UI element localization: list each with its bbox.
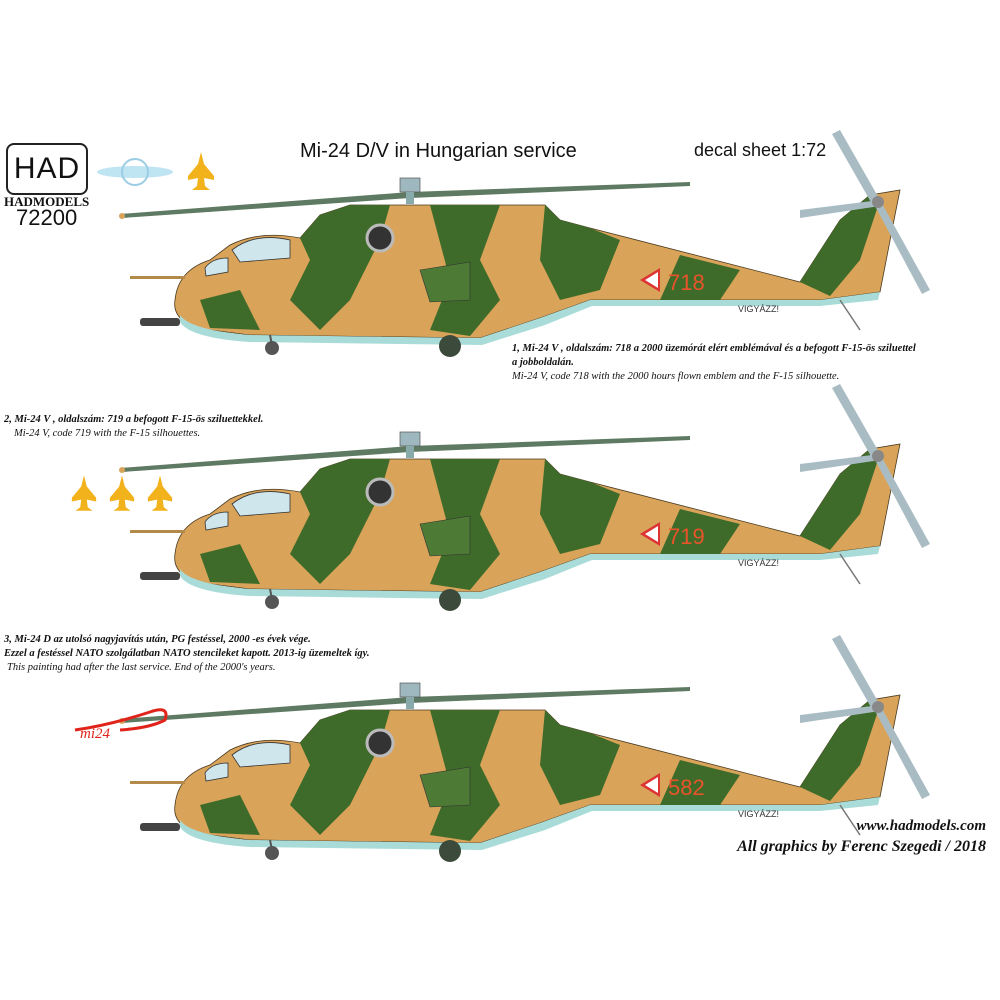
stencil-text: VIGYÁZZ!	[738, 809, 779, 819]
code-number: 719	[668, 524, 705, 549]
catalog-number: 72200	[16, 205, 78, 230]
caption-1-en: Mi-24 V, code 718 with the 2000 hours fl…	[512, 371, 840, 382]
wing-emblem-icon	[97, 158, 173, 186]
caption-2-hu: 2, Mi-24 V , oldalszám: 719 a befogott F…	[4, 414, 264, 425]
scale-label: decal sheet 1:72	[694, 140, 827, 160]
caption-1-hu-cont: a jobboldalán.	[512, 357, 574, 368]
had-logo: HAD	[6, 143, 88, 195]
helicopter-719: 719 VIGYÁZZ!	[117, 382, 932, 613]
stencil-text: VIGYÁZZ!	[738, 558, 779, 568]
caption-3-hu: 3, Mi-24 D az utolsó nagyjavítás után, P…	[4, 634, 311, 645]
caption-3: 3, Mi-24 D az utolsó nagyjavítás után, P…	[4, 633, 524, 675]
helicopter-582: 582 VIGYÁZZ!	[117, 633, 932, 864]
code-number: 718	[668, 270, 705, 295]
f15-silhouette-icon	[71, 475, 97, 511]
stencil-text: VIGYÁZZ!	[738, 304, 779, 314]
f15-silhouette-icon	[147, 475, 173, 511]
svg-text:mi24: mi24	[80, 726, 111, 742]
mi24-emblem-icon: mi24	[74, 708, 168, 742]
page-title: Mi-24 D/V in Hungarian service	[300, 140, 577, 162]
caption-3-hu-cont: Ezzel a festéssel NATO szolgálatban NATO…	[4, 648, 370, 659]
credits: All graphics by Ferenc Szegedi / 2018	[737, 838, 986, 855]
website-link[interactable]: www.hadmodels.com	[856, 818, 986, 834]
f15-silhouette-icon	[109, 475, 135, 511]
caption-2: 2, Mi-24 V , oldalszám: 719 a befogott F…	[4, 413, 404, 441]
caption-1-hu: 1, Mi-24 V , oldalszám: 718 a 2000 üzemó…	[512, 343, 916, 354]
brand-name: HADMODELS	[4, 194, 90, 209]
caption-1: 1, Mi-24 V , oldalszám: 718 a 2000 üzemó…	[512, 342, 992, 384]
helicopter-718: 718 VIGYÁZZ!	[117, 128, 932, 359]
f15-silhouette-icon	[188, 152, 214, 190]
caption-2-en: Mi-24 V, code 719 with the F-15 silhouet…	[14, 428, 201, 439]
code-number: 582	[668, 775, 705, 800]
caption-3-en: This painting had after the last service…	[7, 662, 276, 673]
